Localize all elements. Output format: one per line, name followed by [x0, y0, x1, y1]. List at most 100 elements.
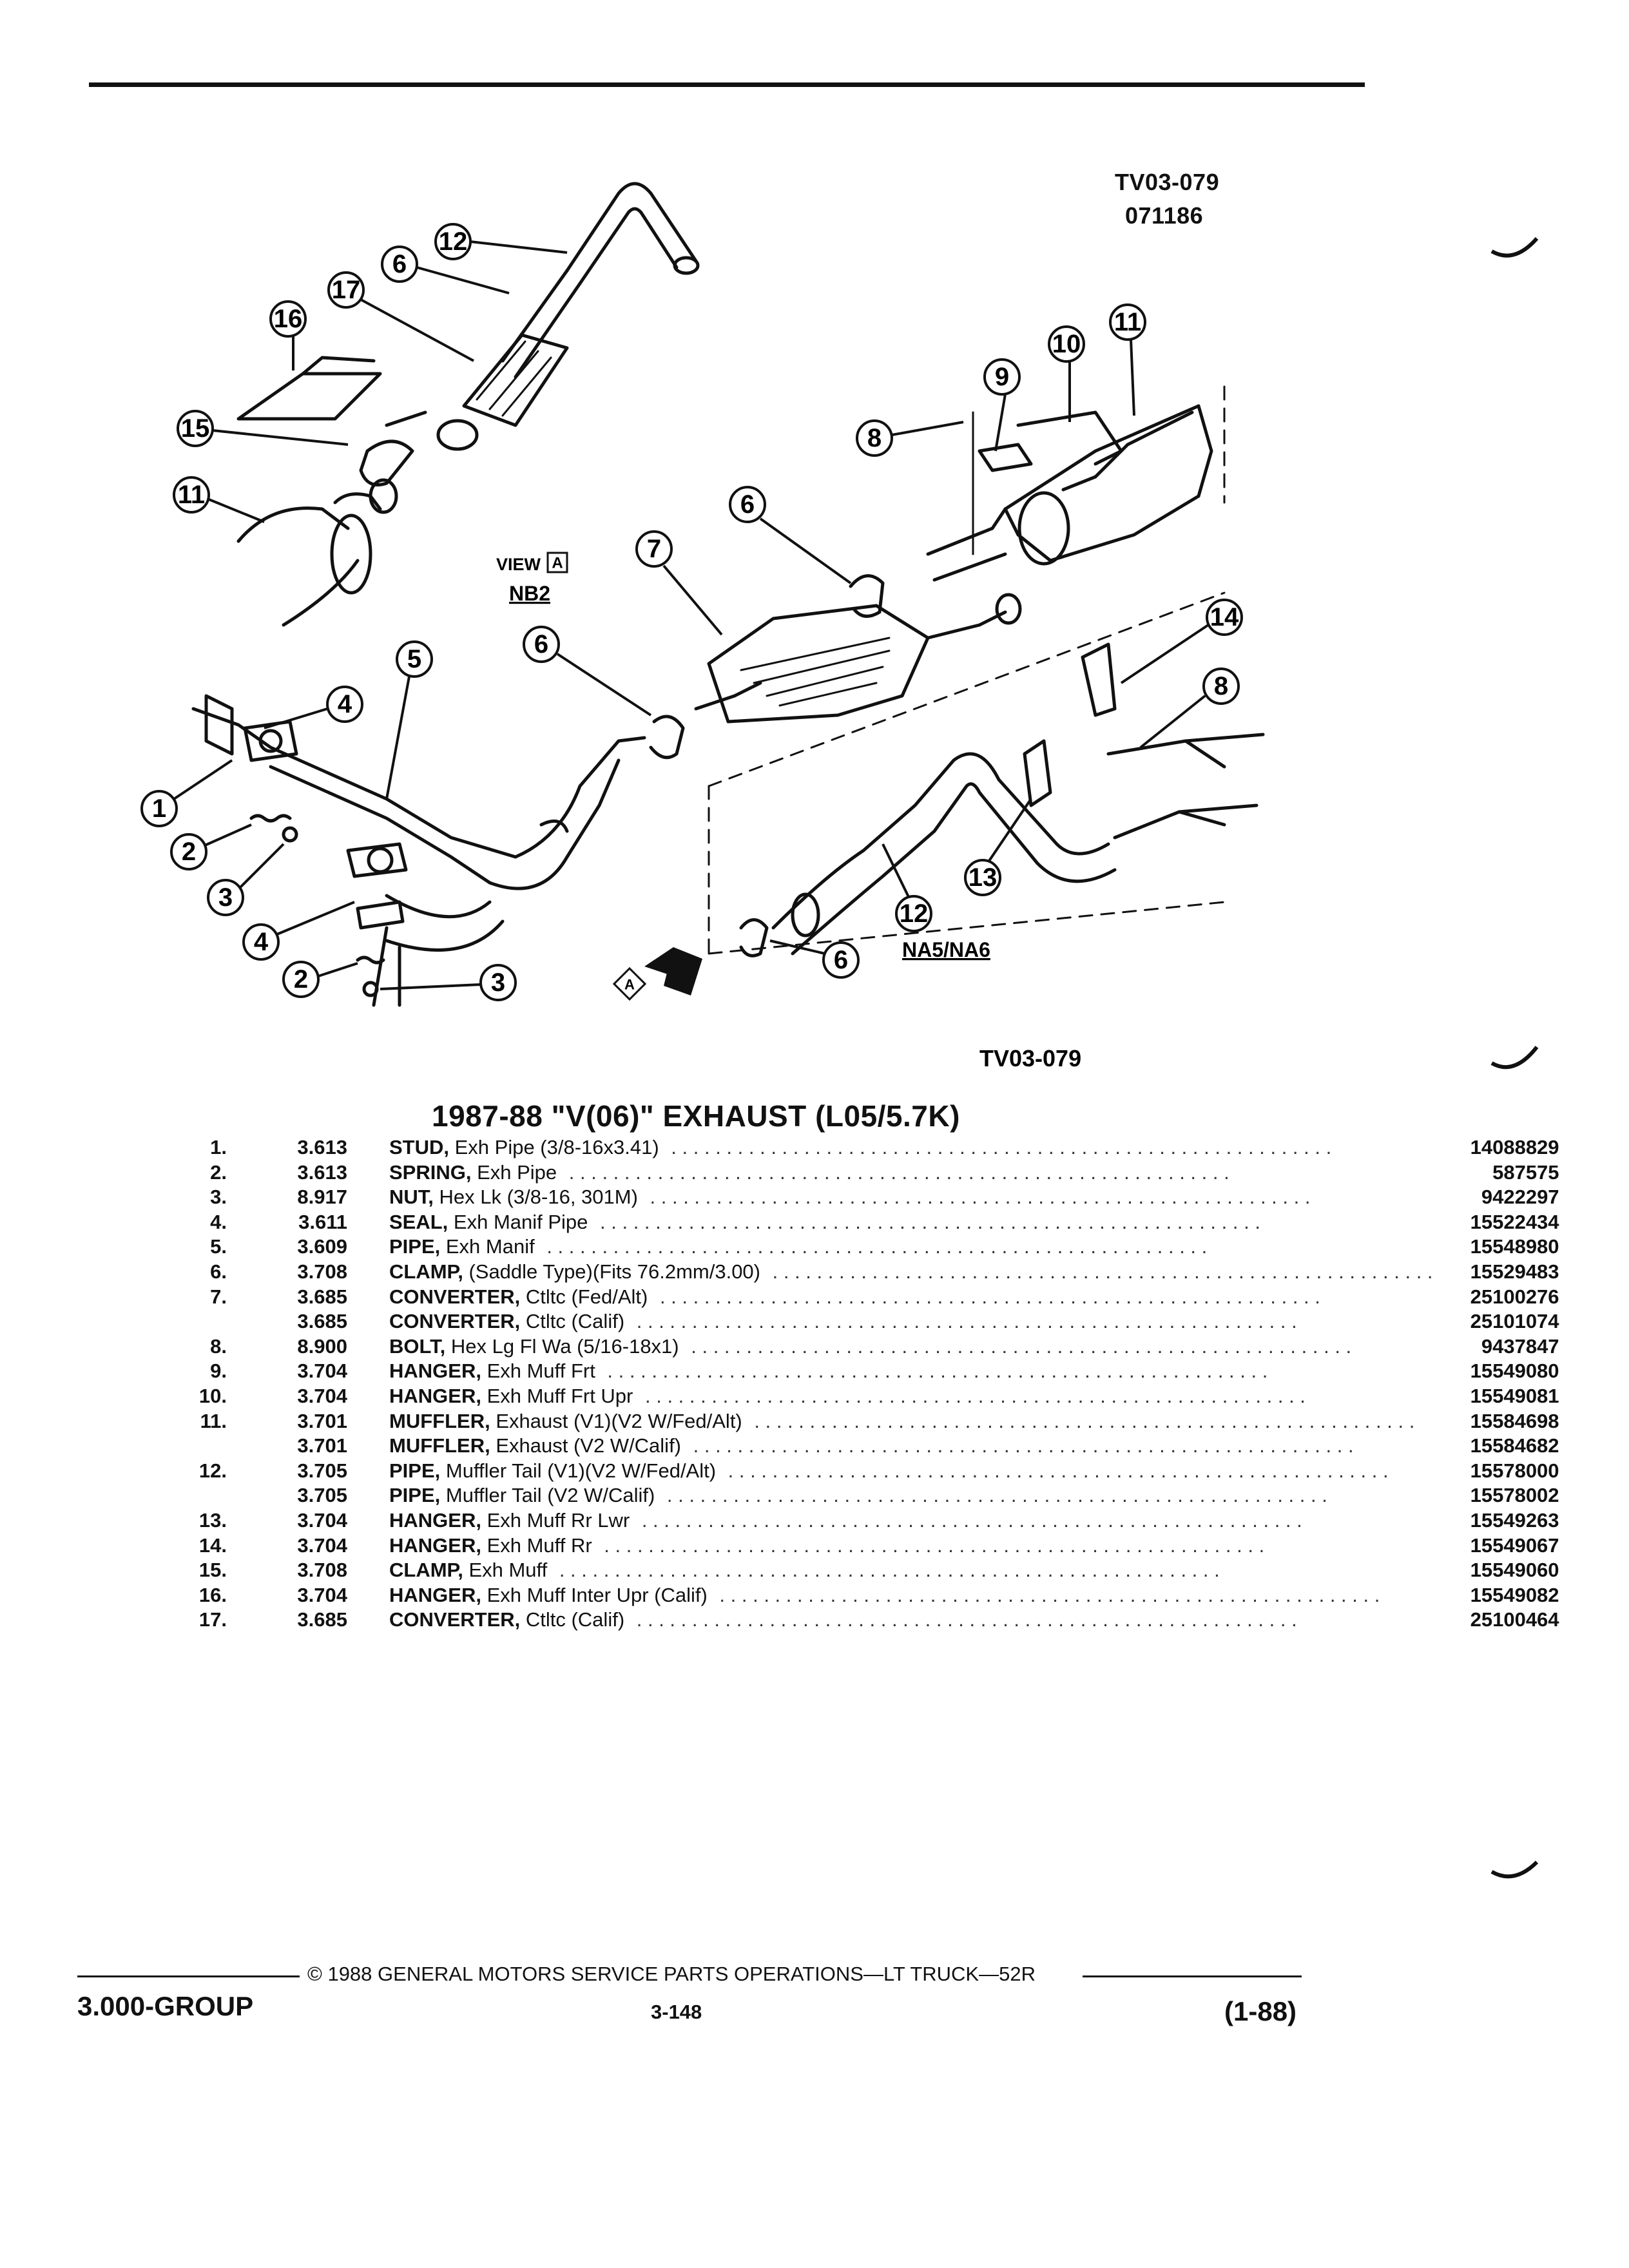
item-number: 1.	[210, 1136, 227, 1158]
part-number: 15529483	[1470, 1260, 1559, 1283]
item-number	[155, 1309, 227, 1334]
leader-dots: . . . . . . . . . . . . . . . . . . . . …	[688, 1434, 1354, 1457]
part-name: PIPE,	[389, 1484, 441, 1507]
callout-4-bottom: 4	[242, 901, 355, 961]
group-reference: 3.705	[297, 1459, 347, 1482]
part-detail: Exh Muff Rr	[481, 1533, 592, 1557]
item-number: 9.	[210, 1360, 227, 1383]
footer-rule-left	[77, 1975, 300, 1977]
item-number: 5.	[210, 1235, 227, 1258]
group-reference: 3.701	[297, 1434, 347, 1457]
item-number: 6.	[210, 1260, 227, 1283]
part-detail: Exhaust (V1)(V2 W/Fed/Alt)	[490, 1409, 742, 1432]
top-rule	[89, 82, 1365, 87]
part-description: STUD, Exh Pipe (3/8-16x3.41) . . . . . .…	[389, 1135, 1433, 1160]
leader-dots: . . . . . . . . . . . . . . . . . . . . …	[598, 1533, 1265, 1557]
part-detail: Exh Pipe (3/8-16x3.41)	[449, 1136, 659, 1158]
margin-check-mark	[1490, 237, 1539, 258]
callout-11-left: 11	[173, 476, 265, 523]
part-name: HANGER,	[389, 1583, 481, 1606]
part-name: HANGER,	[389, 1508, 481, 1532]
parts-table: 1. 3.613 STUD, Exh Pipe (3/8-16x3.41) . . …	[155, 1135, 1559, 1633]
part-description: PIPE, Muffler Tail (V2 W/Calif) . . . . …	[389, 1483, 1433, 1508]
part-detail: Exh Muff Inter Upr (Calif)	[481, 1583, 708, 1606]
callout-6-mid: 6	[729, 486, 852, 584]
part-number: 9422297	[1481, 1186, 1559, 1209]
part-description: CONVERTER, Ctltc (Fed/Alt) . . . . . . .…	[389, 1285, 1433, 1310]
muffler-left	[236, 506, 350, 543]
part-detail: Ctltc (Calif)	[520, 1608, 625, 1631]
footer-group: 3.000-GROUP	[77, 1991, 254, 2021]
view-direction-arrow: A	[612, 947, 702, 1001]
variant-label: NA5/NA6	[902, 938, 990, 961]
part-description: CLAMP, (Saddle Type)(Fits 76.2mm/3.00) .…	[389, 1260, 1433, 1285]
footer-copyright: © 1988 GENERAL MOTORS SERVICE PARTS OPER…	[307, 1963, 1036, 1985]
svg-text:3: 3	[218, 883, 233, 912]
view-a-label: VIEW A NB2	[496, 552, 568, 605]
part-description: MUFFLER, Exhaust (V1)(V2 W/Fed/Alt) . . …	[389, 1409, 1433, 1434]
part-description: CONVERTER, Ctltc (Calif) . . . . . . . .…	[389, 1608, 1433, 1633]
leader-dots: . . . . . . . . . . . . . . . . . . . . …	[631, 1310, 1297, 1333]
exhaust-diagram: 12 6 17 16 15 11 10	[140, 182, 1265, 1072]
part-number: 15549082	[1470, 1583, 1559, 1606]
callout-9: 9	[983, 358, 1021, 452]
callout-1: 1	[140, 759, 233, 827]
part-name: CLAMP,	[389, 1260, 463, 1283]
item-number: 10.	[198, 1384, 227, 1407]
svg-text:13: 13	[969, 863, 998, 892]
part-name: CONVERTER,	[389, 1608, 521, 1631]
part-number: 15549067	[1470, 1533, 1559, 1557]
part-detail: Exh Pipe	[471, 1160, 557, 1184]
part-description: BOLT, Hex Lg Fl Wa (5/16-18x1) . . . . .…	[389, 1334, 1433, 1360]
item-number: 15.	[198, 1559, 227, 1582]
part-description: PIPE, Exh Manif . . . . . . . . . . . . …	[389, 1235, 1433, 1260]
group-reference: 3.708	[297, 1559, 347, 1582]
part-name: PIPE,	[389, 1459, 441, 1482]
svg-text:8: 8	[1214, 672, 1228, 700]
item-number: 3.	[210, 1186, 227, 1209]
part-detail: Hex Lg Fl Wa (5/16-18x1)	[445, 1334, 679, 1358]
leader-dots: . . . . . . . . . . . . . . . . . . . . …	[661, 1484, 1327, 1507]
leader-dots: . . . . . . . . . . . . . . . . . . . . …	[601, 1360, 1268, 1383]
part-name: NUT,	[389, 1186, 434, 1209]
part-detail: Exh Manif	[440, 1235, 535, 1258]
callout-2-bottom: 2	[282, 961, 358, 998]
figure-date-code: 071186	[1125, 202, 1204, 229]
svg-text:11: 11	[1114, 308, 1141, 336]
group-reference: 3.613	[297, 1160, 347, 1184]
svg-text:4: 4	[254, 928, 269, 956]
part-detail: Ctltc (Calif)	[520, 1310, 625, 1333]
item-number: 11.	[200, 1409, 227, 1432]
leader-dots: . . . . . . . . . . . . . . . . . . . . …	[722, 1459, 1389, 1482]
part-detail: Muffler Tail (V2 W/Calif)	[440, 1484, 655, 1507]
upper-tailpipe	[565, 182, 698, 273]
view-code: NB2	[509, 582, 550, 605]
part-detail: Exhaust (V2 W/Calif)	[490, 1434, 682, 1457]
part-number: 587575	[1492, 1160, 1559, 1184]
part-name: CLAMP,	[389, 1559, 463, 1582]
group-reference: 3.685	[297, 1310, 347, 1333]
part-name: CONVERTER,	[389, 1310, 521, 1333]
group-reference: 3.685	[297, 1608, 347, 1631]
part-name: HANGER,	[389, 1533, 481, 1557]
part-detail: Exh Muff Rr Lwr	[481, 1508, 630, 1532]
part-description: HANGER, Exh Muff Rr Lwr . . . . . . . . …	[389, 1508, 1433, 1533]
svg-text:16: 16	[274, 305, 303, 333]
callout-8-bottom: 8	[1139, 668, 1240, 749]
svg-text:14: 14	[1210, 603, 1239, 631]
muffler-right	[1003, 494, 1200, 562]
part-detail: Exh Manif Pipe	[448, 1210, 588, 1233]
part-description: CONVERTER, Ctltc (Calif) . . . . . . . .…	[389, 1309, 1433, 1334]
